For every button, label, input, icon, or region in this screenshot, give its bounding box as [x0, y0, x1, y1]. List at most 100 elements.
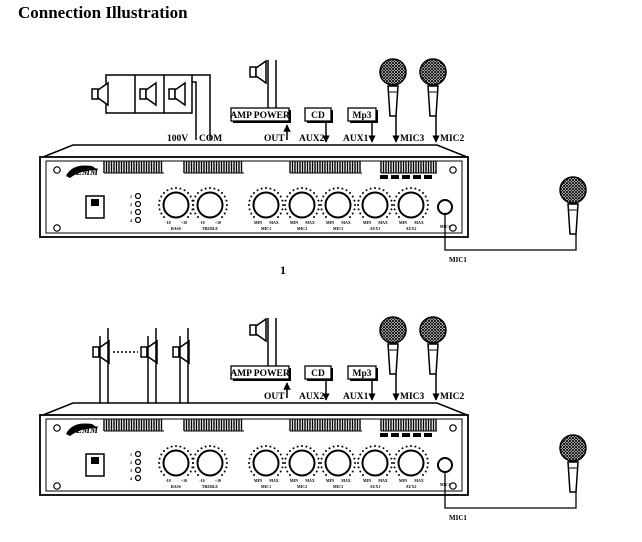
knob-tick	[313, 191, 316, 194]
rack-hole	[53, 424, 61, 432]
level-led-label: 4	[130, 218, 132, 223]
knob-tick	[225, 199, 228, 202]
knob-tick	[301, 445, 303, 447]
knob-tick	[354, 462, 356, 464]
knob-tick	[288, 474, 291, 477]
rack-hole	[449, 224, 457, 232]
vent-grille	[380, 161, 437, 174]
mic1-cable-label: MIC1	[449, 514, 467, 522]
knob-tick	[320, 462, 322, 464]
knob-tick	[395, 453, 398, 456]
knob-tick	[424, 212, 427, 215]
knob-tick	[424, 453, 427, 456]
level-led	[134, 474, 142, 482]
mp3-label-shadow	[350, 121, 378, 123]
knob-tick	[292, 447, 295, 450]
knob-tick	[359, 453, 362, 456]
knob-tick	[390, 457, 393, 460]
knob-tick	[277, 191, 280, 194]
knob-tick	[305, 187, 308, 190]
power-switch	[85, 195, 105, 219]
knob-tick	[353, 457, 356, 460]
brand-logo-swoosh	[66, 165, 98, 178]
amp-power-group: AMP POWER	[230, 59, 291, 140]
knob-tick	[162, 474, 165, 477]
knob-tick	[223, 453, 226, 456]
mic1-cable	[444, 214, 577, 251]
microphone-handle	[427, 85, 439, 117]
vent-grille	[289, 161, 362, 174]
microphone-head	[559, 176, 587, 204]
knob-tick	[349, 216, 352, 219]
knob-min-label: MIN	[254, 478, 262, 483]
knob-tick	[160, 195, 163, 198]
knob-tick	[332, 445, 335, 448]
knob-tick	[196, 216, 199, 219]
knob-tick	[277, 216, 280, 219]
knob-tick	[158, 208, 161, 211]
amplifier-top	[42, 402, 468, 416]
knob-tick	[422, 191, 425, 194]
knob-tick	[248, 466, 251, 469]
level-led	[134, 216, 142, 224]
level-led	[134, 458, 142, 466]
knob-tick	[418, 189, 421, 192]
knob-min-label: MIN	[326, 220, 334, 225]
vent-grille	[103, 161, 164, 174]
amplifier-panel-inset	[45, 418, 463, 492]
power-switch	[85, 453, 105, 477]
knob-tick	[281, 208, 284, 211]
knob-tick	[170, 187, 173, 190]
level-led-label: 2	[130, 460, 132, 465]
knob-tick	[357, 457, 360, 460]
knob-tick	[341, 187, 344, 190]
microphone-handle	[567, 203, 579, 235]
knob-tick	[397, 216, 400, 219]
knob-tick	[351, 453, 354, 456]
knob-tick	[296, 187, 299, 190]
knob-max-label: MAX	[341, 478, 351, 483]
knob-tick	[386, 191, 389, 194]
knob-tick	[189, 470, 192, 473]
vent-grille	[183, 419, 244, 432]
knob-tick	[345, 189, 348, 192]
brand-logo-swoosh	[66, 423, 98, 436]
knob-tick	[250, 453, 253, 456]
knob-dial	[288, 449, 316, 477]
knob-tick	[160, 212, 163, 215]
mic3-label: MIC3	[400, 134, 425, 144]
knob-tick	[248, 457, 251, 460]
horn-speaker-icon	[249, 59, 267, 85]
knob-tick	[315, 195, 318, 198]
rack-hole	[53, 224, 61, 232]
figure-number: 1	[280, 263, 286, 277]
knob-label: MIC3	[333, 484, 343, 489]
microphone-head	[379, 316, 407, 344]
knob-tick	[317, 199, 320, 202]
knob-tick	[414, 445, 417, 448]
power-switch-rocker	[91, 457, 99, 464]
knob-dial	[162, 449, 190, 477]
knob-tick	[357, 199, 360, 202]
knob-tick	[426, 199, 429, 202]
knob-tick	[286, 195, 289, 198]
amplifier-panel-inset	[45, 160, 463, 234]
knob-tick	[192, 199, 195, 202]
knob-tick	[374, 187, 376, 189]
level-led	[134, 200, 142, 208]
knob-tick	[320, 457, 323, 460]
knob-tick	[390, 208, 393, 211]
zone-selector-led	[413, 433, 421, 437]
knob-tick	[324, 216, 327, 219]
knob-tick	[301, 187, 303, 189]
knob-tick	[397, 191, 400, 194]
microphone-head	[419, 58, 447, 86]
knob-tick	[170, 445, 173, 448]
cd-label-shadow	[307, 379, 333, 381]
level-led-label: 3	[130, 210, 132, 215]
knob-tick	[192, 457, 195, 460]
knob-tick	[365, 189, 368, 192]
